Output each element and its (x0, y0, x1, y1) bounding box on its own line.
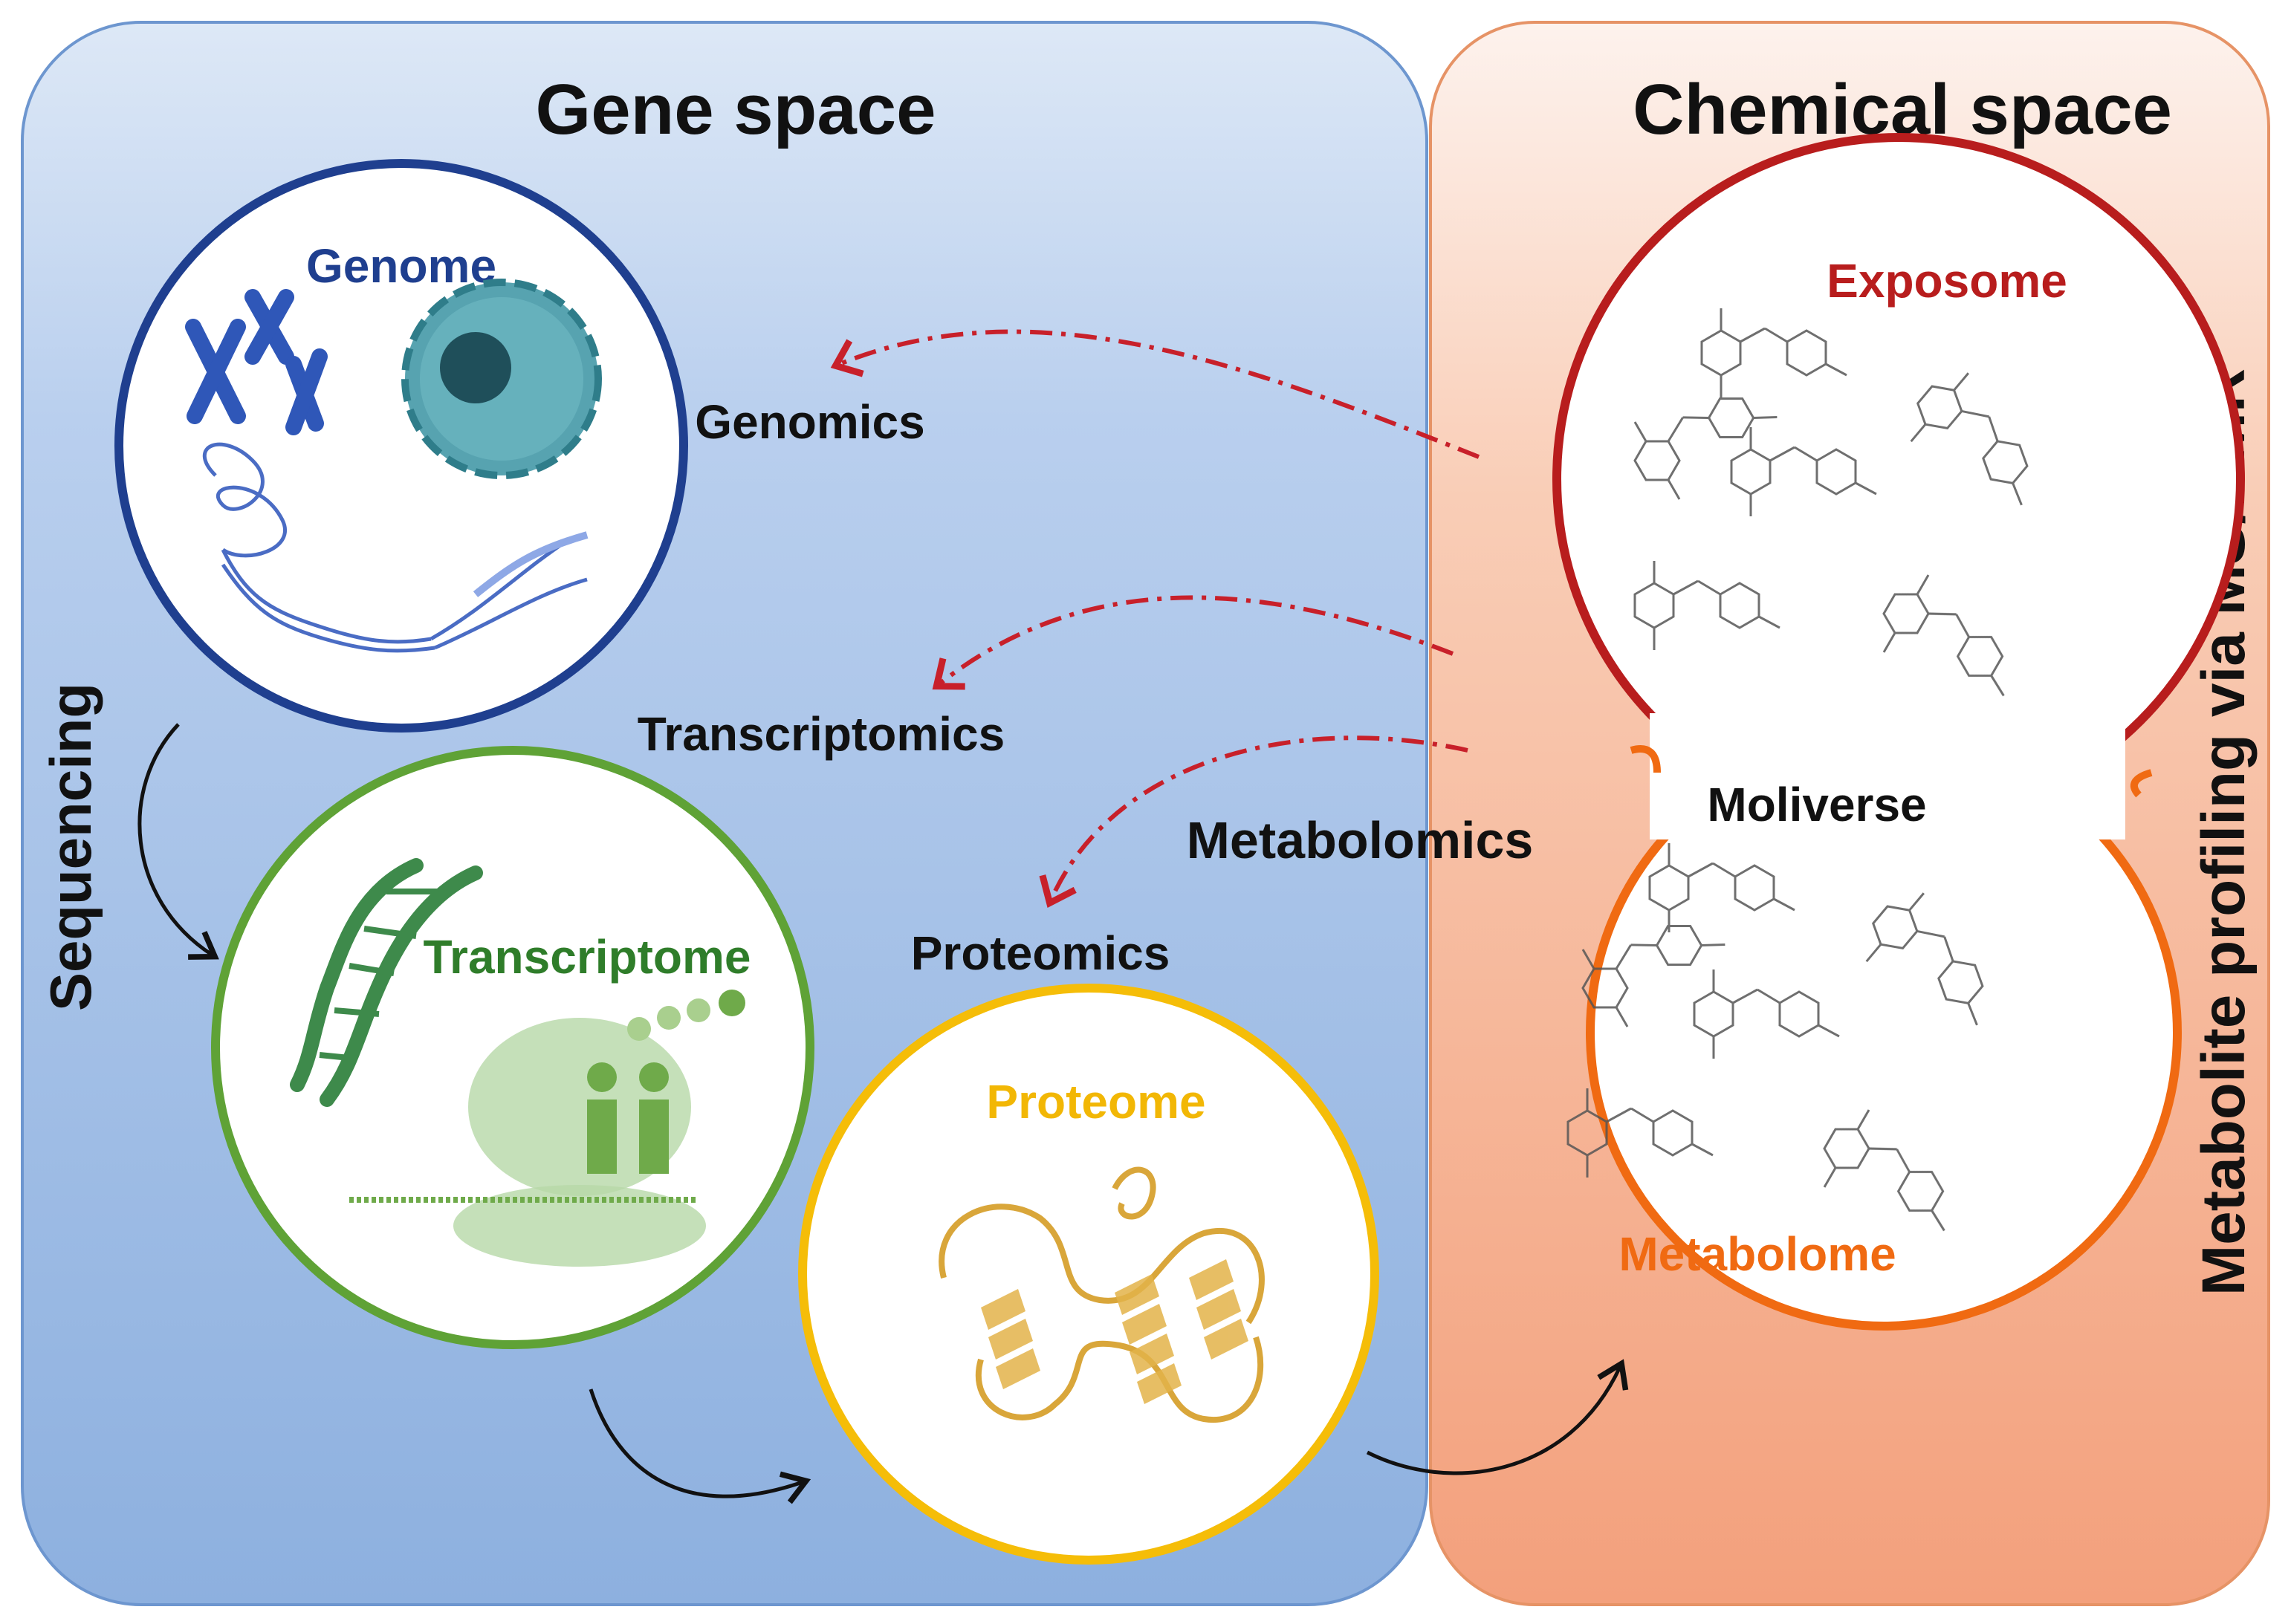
protein-structure-icon (939, 1166, 1265, 1423)
metabolome-label: Metabolome (1618, 1227, 1896, 1281)
genome-circle: Genome (114, 159, 688, 733)
proteome-to-metabolome-arrow (1366, 1359, 1629, 1475)
proteome-circle: Proteome (798, 984, 1379, 1565)
proteome-label: Proteome (986, 1075, 1205, 1128)
rna-helix-icon (290, 858, 483, 1107)
transcriptomics-label: Transcriptomics (638, 707, 1005, 761)
moliverse-label: Moliverse (1707, 778, 1926, 831)
transcriptomics-arrow (932, 595, 1454, 690)
exposome-label: Exposome (1827, 254, 2067, 308)
sequencing-label: Sequencing (38, 683, 103, 1011)
metabolomics-label: Metabolomics (1187, 811, 1534, 869)
gene-space-title: Gene space (536, 70, 936, 149)
proteomics-label: Proteomics (911, 926, 1170, 980)
proteomics-arrow (1039, 735, 1468, 909)
moliverse-shape: Exposome Moliverse Metabolome (1552, 133, 2245, 1331)
genomics-arrow (830, 329, 1480, 459)
genome-label: Genome (306, 239, 496, 293)
chromosome-icon (185, 289, 328, 435)
transcriptome-to-proteome-arrow (589, 1388, 811, 1504)
ribosome-icon (349, 990, 745, 1267)
transcriptome-circle: Transcriptome (211, 746, 814, 1349)
genome-to-transcriptome-arrow (137, 723, 219, 960)
dna-coil-icon (202, 442, 589, 653)
cell-nucleus-icon (401, 279, 602, 479)
alpha-helix-icon (981, 1259, 1248, 1404)
transcriptome-label: Transcriptome (423, 930, 751, 984)
genomics-label: Genomics (695, 395, 924, 449)
